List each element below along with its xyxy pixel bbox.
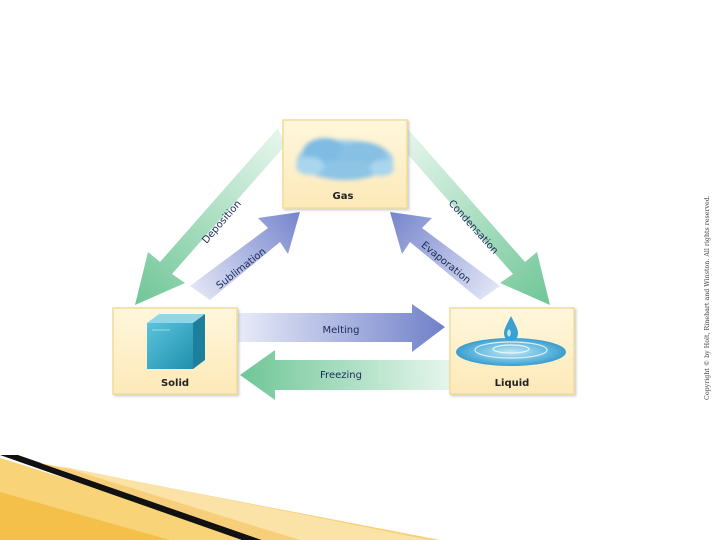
gas-state-box: Gas (282, 119, 408, 209)
copyright-text: Copyright © by Holt, Rinehart and Winsto… (704, 195, 711, 400)
liquid-label: Liquid (495, 378, 530, 389)
solid-state-box: Solid (112, 307, 238, 395)
gas-label: Gas (333, 191, 354, 202)
sublimation-arrow (190, 212, 300, 300)
deposition-arrow (135, 128, 290, 305)
water-drop-icon (456, 316, 566, 366)
copyright-notice: Copyright © by Holt, Rinehart and Winsto… (704, 185, 714, 400)
evaporation-arrow (390, 212, 500, 300)
melting-label: Melting (323, 325, 360, 336)
liquid-state-box: Liquid (449, 307, 575, 395)
freezing-label: Freezing (320, 370, 362, 381)
condensation-arrow (395, 128, 550, 305)
gas-cloud-icon (296, 138, 394, 180)
decorative-corner-swoosh (0, 455, 440, 540)
solid-label: Solid (161, 378, 189, 389)
ice-cube-icon (147, 314, 205, 369)
freezing-arrow (240, 350, 452, 400)
melting-arrow (238, 304, 445, 352)
